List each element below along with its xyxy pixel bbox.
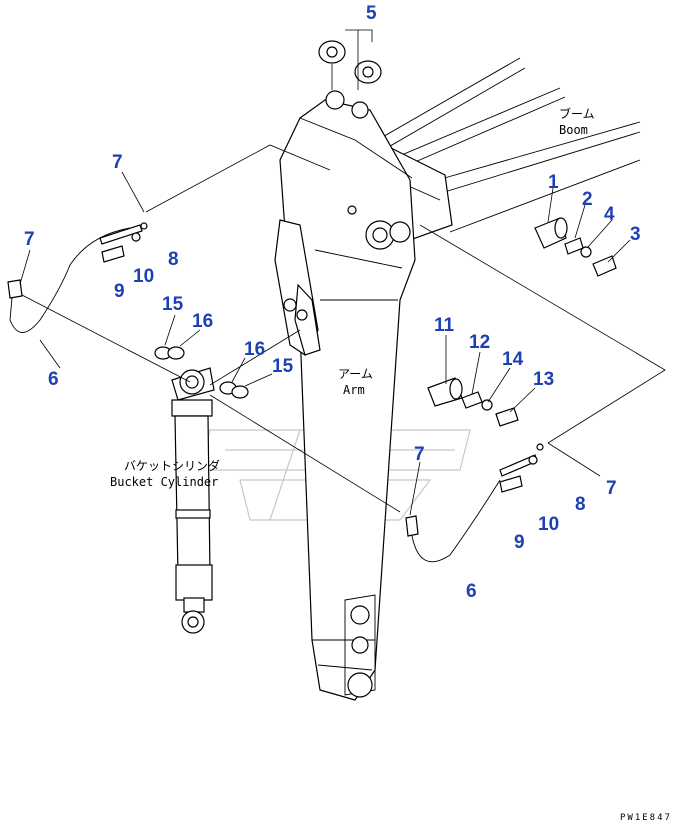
right-grease-parts [209,224,666,563]
arm-label-en: Arm [343,383,365,397]
callout-9: 9 [514,532,525,553]
bucket-cylinder [171,367,215,634]
callout-6: 6 [466,581,477,602]
arm [274,90,416,701]
boom-label-jp: ブーム [559,106,595,121]
boom-pin-parts [534,187,631,277]
callout-4: 4 [604,204,615,225]
part-5-plates [318,29,382,90]
callout-9: 9 [114,281,125,302]
left-grease-parts [7,144,331,383]
callout-11: 11 [434,315,455,336]
callout-1: 1 [548,172,559,193]
callout-13: 13 [533,369,554,390]
callout-10: 10 [133,266,154,287]
callout-16: 16 [244,339,265,360]
callout-8: 8 [168,249,179,270]
boom-label-en: Boom [559,123,588,137]
callout-16: 16 [192,311,213,332]
callout-2: 2 [582,189,593,210]
bucket-cylinder-label-en: Bucket Cylinder [110,475,218,489]
arm-pin-parts [427,335,536,427]
washers-15-16 [154,314,301,399]
bucket-cylinder-label-jp: バケットシリンダ [124,458,220,473]
callout-6: 6 [48,369,59,390]
callout-3: 3 [630,224,641,245]
callout-14: 14 [502,349,524,370]
drawing-code: PW1E847 [620,813,672,823]
callout-8: 8 [575,494,586,515]
arm-label-jp: アーム [338,367,373,381]
callout-5: 5 [366,3,377,24]
callout-7: 7 [24,229,35,250]
callout-15: 15 [162,294,184,315]
callout-12: 12 [469,332,490,353]
callout-7: 7 [112,152,123,173]
callout-10: 10 [538,514,559,535]
callout-7: 7 [606,478,617,499]
callout-7: 7 [414,444,425,465]
callout-15: 15 [272,356,294,377]
